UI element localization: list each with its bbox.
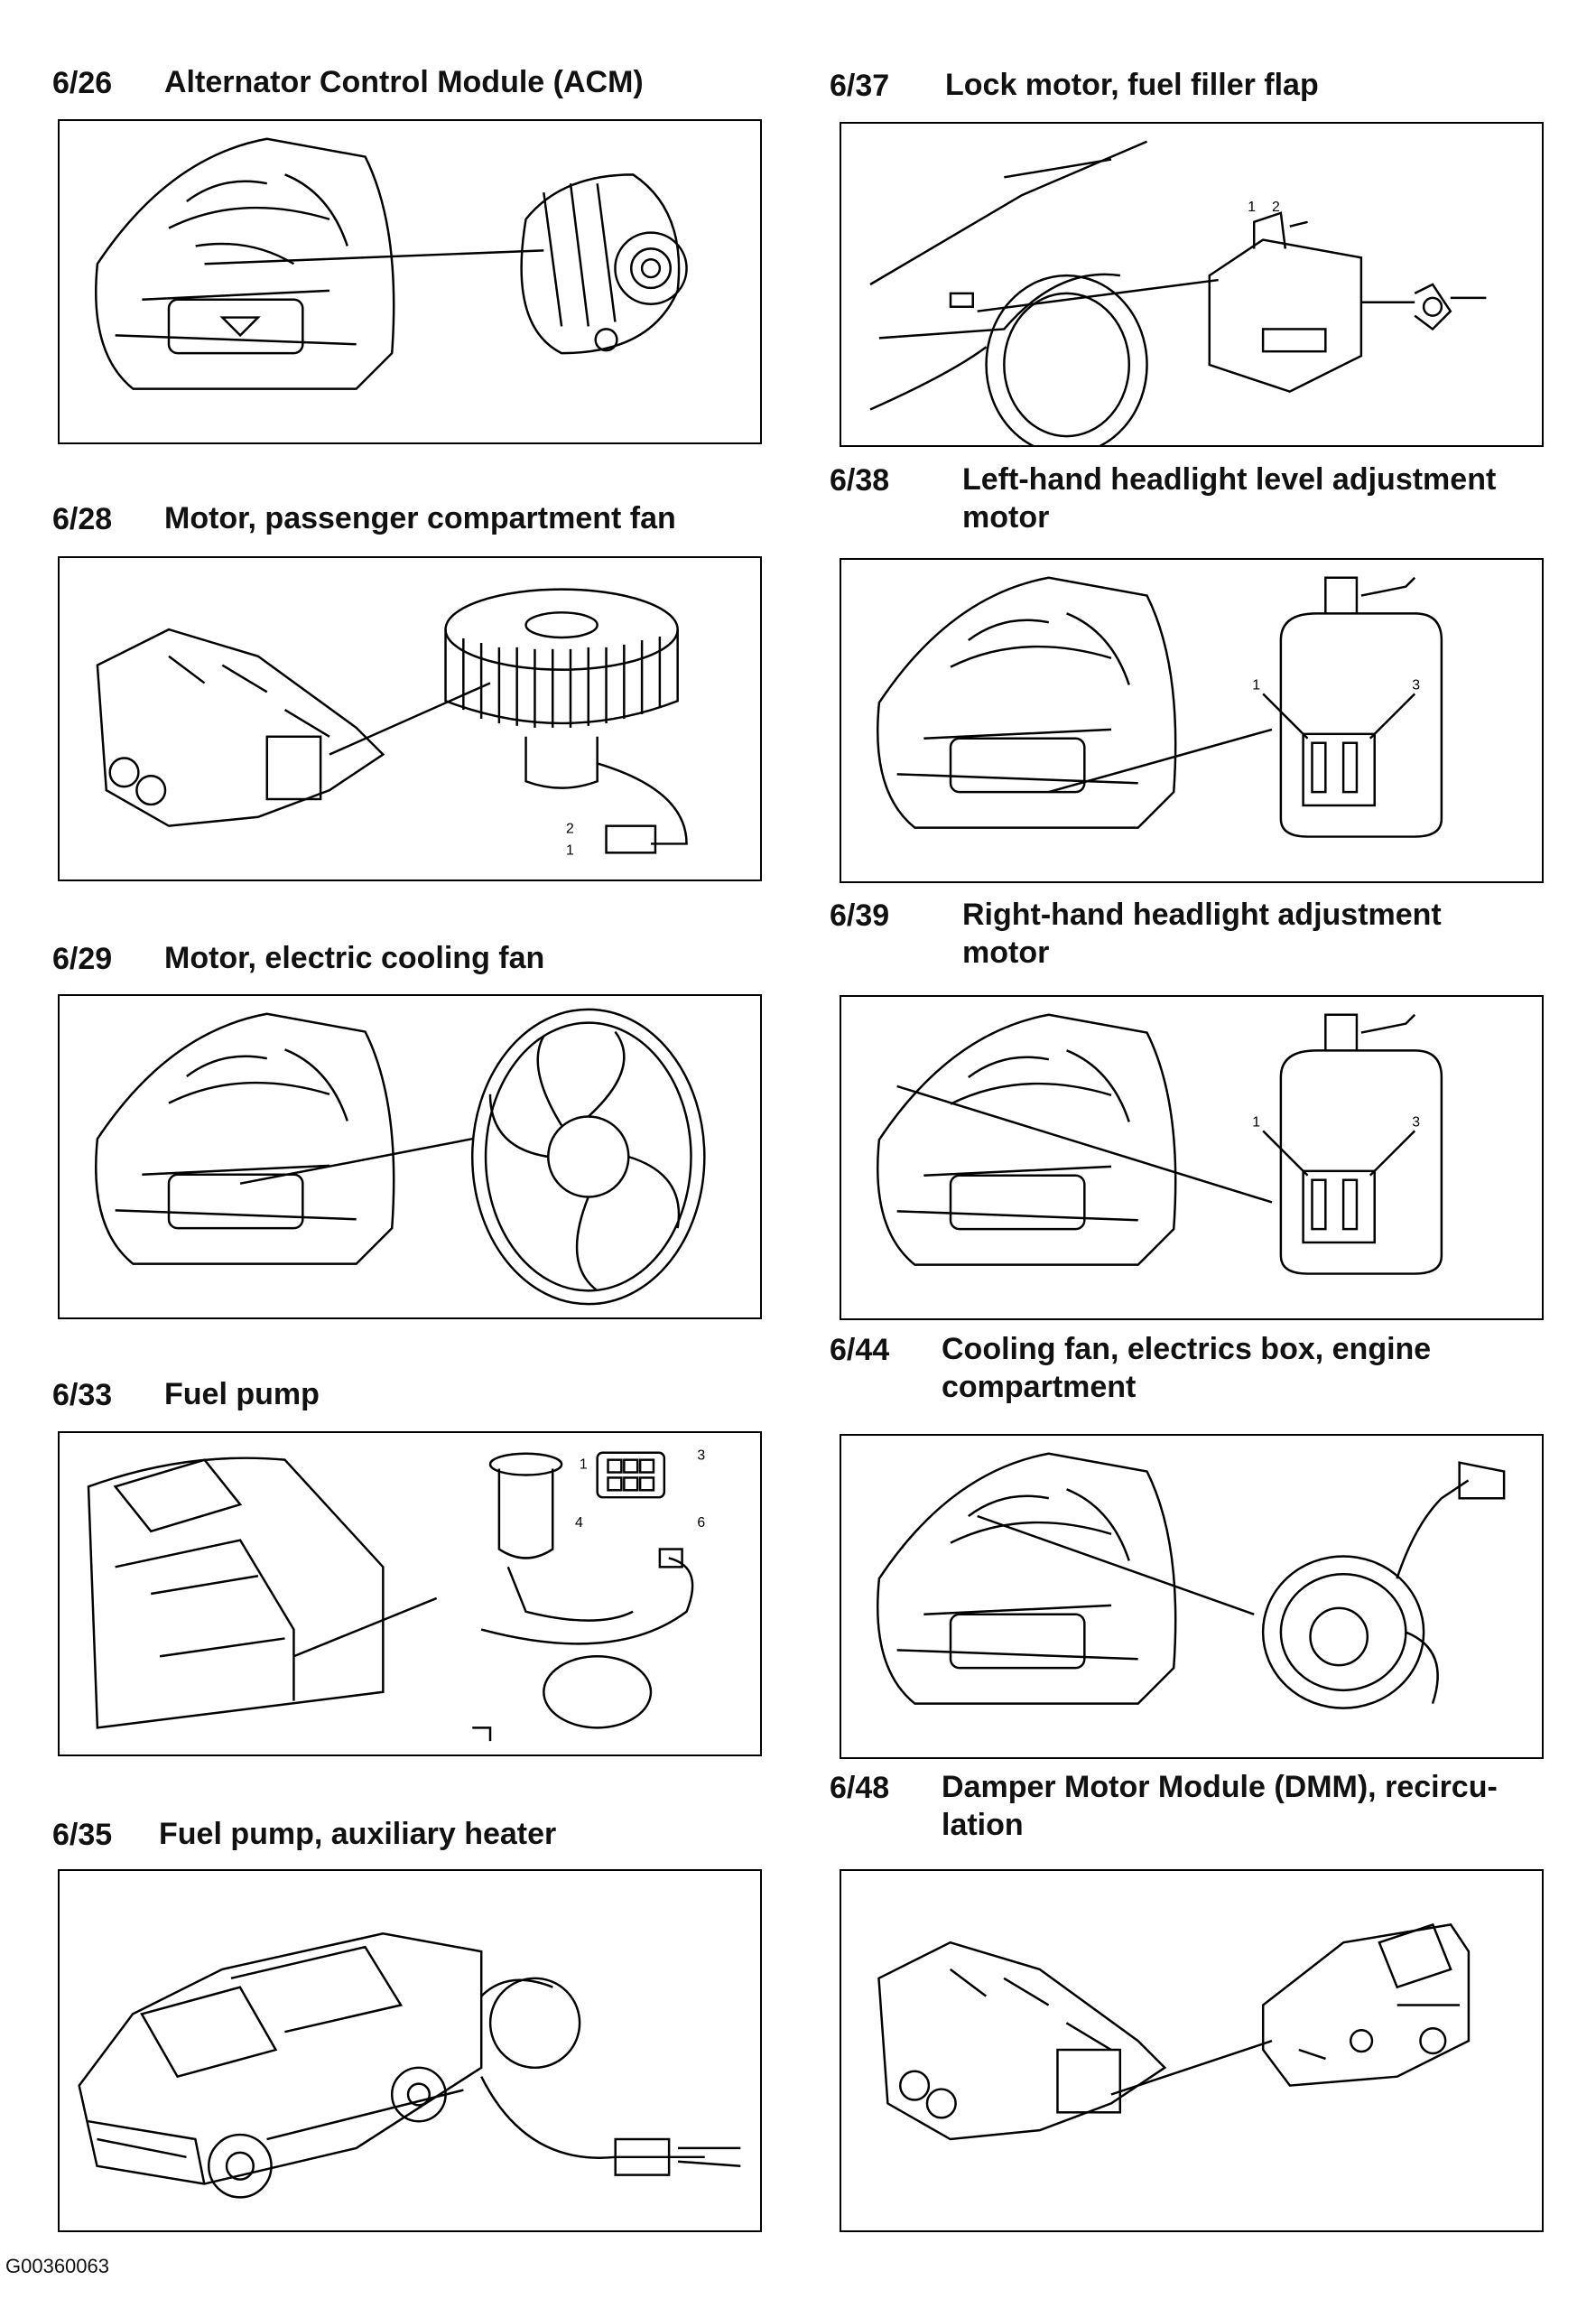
entry-title: Motor, passenger compartment fan <box>164 501 676 535</box>
headlight-motor-illustration: 1 3 <box>877 1013 1443 1275</box>
auxiliary-heater-pump-illustration <box>78 1932 741 2199</box>
illustration-panel: 1 3 4 6 <box>58 1431 762 1756</box>
callout-1: 1 <box>580 1457 588 1473</box>
illustration-panel: 2 1 <box>58 556 762 881</box>
electrics-box-fan-illustration <box>877 1452 1506 1709</box>
entry-title: Right-hand headlight adjustment motor <box>962 898 1442 970</box>
callout-1: 1 <box>1252 677 1260 693</box>
entry-number: 6/26 <box>52 66 113 100</box>
callout-2: 2 <box>1272 200 1280 215</box>
entry-title: Fuel pump <box>164 1377 320 1411</box>
entry-title: Alternator Control Module (ACM) <box>164 65 644 99</box>
callout-3: 3 <box>1412 677 1420 693</box>
entry-number: 6/35 <box>52 1818 113 1852</box>
callout-6: 6 <box>697 1515 705 1531</box>
callout-1: 1 <box>1252 1114 1260 1130</box>
cooling-fan-illustration <box>95 1008 706 1306</box>
callout-2: 2 <box>566 822 574 837</box>
entry-title: Lock motor, fuel filler flap <box>945 68 1319 102</box>
illustration-panel <box>58 119 762 444</box>
illustration-panel: 1 3 <box>840 995 1544 1320</box>
entry-number: 6/39 <box>830 898 890 933</box>
illustration-panel <box>840 1434 1544 1759</box>
headlight-motor-illustration: 1 3 <box>877 576 1443 838</box>
entry-number: 6/29 <box>52 942 113 976</box>
blower-motor-illustration: 2 1 <box>96 588 688 858</box>
entry-title: Motor, electric cooling fan <box>164 941 545 975</box>
entry-number: 6/28 <box>52 502 113 536</box>
illustration-panel: 1 2 <box>840 122 1544 447</box>
illustration-panel: 1 3 <box>840 558 1544 883</box>
fuel-pump-illustration: 1 3 4 6 <box>87 1448 705 1742</box>
illustration-panel <box>58 994 762 1319</box>
illustration-panel <box>840 1869 1544 2232</box>
callout-1: 1 <box>1248 200 1256 215</box>
fuel-flap-lock-motor-illustration: 1 2 <box>869 140 1487 445</box>
entry-number: 6/38 <box>830 463 890 498</box>
entry-title: Fuel pump, auxiliary heater <box>159 1817 557 1851</box>
entry-number: 6/37 <box>830 69 890 103</box>
entry-number: 6/48 <box>830 1771 890 1805</box>
entry-title: Cooling fan, electrics box, engine compa… <box>942 1332 1432 1404</box>
illustration-panel <box>58 1869 762 2232</box>
callout-1: 1 <box>566 842 574 858</box>
damper-motor-illustration <box>877 1922 1471 2141</box>
callout-3: 3 <box>1412 1114 1420 1130</box>
entry-title: Damper Motor Module (DMM), recircu- lati… <box>942 1770 1498 1842</box>
entry-number: 6/44 <box>830 1333 890 1367</box>
document-code: G00360063 <box>5 2255 109 2277</box>
callout-4: 4 <box>575 1515 583 1531</box>
callout-3: 3 <box>697 1448 705 1464</box>
alternator-illustration <box>95 137 688 390</box>
entry-title: Left-hand headlight level adjustment mot… <box>962 462 1497 535</box>
entry-number: 6/33 <box>52 1378 113 1412</box>
